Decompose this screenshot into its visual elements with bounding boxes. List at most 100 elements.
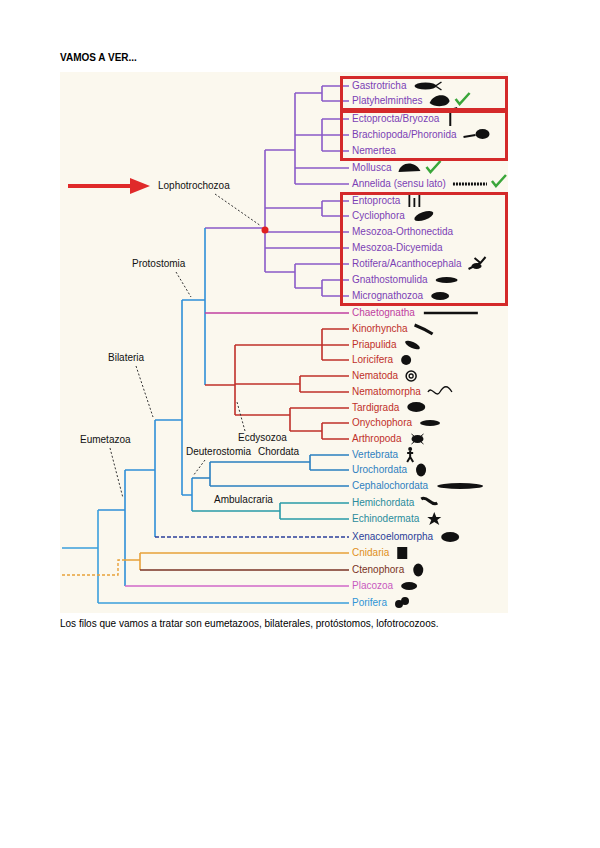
clade-label: Eumetazoa — [80, 434, 131, 446]
taxon-name: Cephalochordata — [352, 480, 428, 492]
taxon-name: Brachiopoda/Phoronida — [352, 129, 457, 141]
organism-silhouette — [453, 175, 506, 186]
silhouette-shape — [406, 371, 416, 381]
organism-silhouette — [411, 434, 423, 444]
check-mark — [492, 175, 506, 186]
silhouette-shape — [428, 387, 452, 394]
taxon-name: Placozoa — [352, 580, 393, 592]
taxon-name: Kinorhyncha — [352, 323, 408, 335]
silhouette-shape — [436, 277, 458, 283]
silhouette-shape — [413, 564, 423, 577]
chordata-branches — [192, 455, 349, 486]
organism-silhouette — [407, 402, 425, 412]
clade-label: Lophotrochozoa — [158, 180, 230, 192]
clade-label: Ecdysozoa — [238, 432, 287, 444]
check-mark — [426, 161, 440, 172]
silhouette-shape — [453, 183, 487, 186]
check-mark — [456, 93, 470, 104]
organism-silhouette — [395, 597, 409, 608]
taxon-name: Onychophora — [352, 417, 412, 429]
taxon-name: Annelida (sensu lato) — [352, 178, 446, 190]
silhouette-shape — [414, 83, 436, 90]
placozoa-branch — [125, 585, 349, 587]
taxon-name: Vertebrata — [352, 449, 398, 461]
organism-silhouette — [407, 447, 413, 462]
pointer-arrow — [68, 178, 150, 194]
organism-silhouette — [428, 387, 452, 394]
clade-label: Chordata — [258, 446, 299, 458]
silhouette-shape — [464, 135, 476, 137]
silhouette-shape — [437, 483, 483, 489]
taxon-name: Mesozoa-Orthonectida — [352, 226, 453, 238]
silhouette-shape — [401, 597, 409, 605]
taxon-name: Micrognathozoa — [352, 290, 423, 302]
ctenophora-branch — [140, 569, 349, 571]
silhouette-shape — [409, 374, 413, 378]
ecdysozoa-branches — [205, 329, 349, 439]
taxon-name: Loricifera — [352, 354, 393, 366]
organism-silhouette — [427, 512, 441, 525]
silhouette-shape — [401, 582, 417, 590]
chaetognatha-branch — [205, 312, 349, 314]
organism-silhouette — [404, 339, 421, 351]
silhouette-shape — [411, 435, 423, 443]
silhouette-shape — [407, 451, 413, 462]
ambulacraria-branches — [192, 503, 349, 519]
taxon-name: Echinodermata — [352, 513, 419, 525]
organism-silhouette — [436, 277, 458, 283]
group-box: GastrotrichaPlatyhelminthes — [340, 76, 508, 111]
silhouette-shape — [415, 325, 433, 334]
silhouette-shape — [408, 447, 412, 451]
leader-lines — [110, 194, 261, 498]
taxon-name: Nematomorpha — [352, 386, 421, 398]
silhouette-shape — [404, 339, 421, 351]
silhouette-shape — [421, 498, 437, 504]
taxon-name: Cycliophora — [352, 210, 405, 222]
clade-label: Deuterostomia — [186, 446, 251, 458]
organism-silhouette — [401, 582, 417, 590]
alternative-root-dashed — [62, 560, 125, 575]
page-title: VAMOS A VER... — [60, 52, 137, 64]
silhouette-shape — [397, 547, 407, 559]
taxon-name: Hemichordata — [352, 497, 414, 509]
diagram-ground — [60, 72, 508, 613]
silhouette-shape — [420, 420, 440, 426]
clade-label: Ambulacraria — [214, 494, 273, 506]
eumetazoa-branches — [98, 470, 125, 586]
silhouette-shape — [416, 464, 426, 477]
silhouette-shape — [401, 355, 411, 365]
organism-silhouette — [420, 420, 440, 426]
organism-silhouette — [415, 325, 433, 334]
organism-silhouette — [398, 161, 440, 172]
cnidaria-branch — [125, 553, 349, 570]
silhouette-shape — [427, 512, 441, 525]
organism-silhouette — [416, 464, 426, 477]
taxon-name: Ctenophora — [352, 564, 404, 576]
organism-silhouette — [401, 355, 411, 365]
silhouette-shape — [424, 312, 478, 315]
organism-silhouette — [409, 194, 419, 207]
silhouette-shape — [476, 129, 490, 139]
taxon-name: Rotifera/Acanthocephala — [352, 258, 462, 270]
clade-label: Bilateria — [108, 352, 144, 364]
organism-silhouette — [469, 257, 486, 269]
silhouette-shape — [430, 95, 450, 106]
organism-silhouette — [437, 483, 483, 489]
porifera-branch — [62, 510, 349, 603]
organism-silhouette — [464, 129, 490, 139]
silhouette-shape — [431, 292, 449, 300]
organism-silhouette — [406, 371, 416, 381]
taxon-name: Entoprocta — [352, 195, 400, 207]
xenacoelomorpha-branch — [155, 536, 349, 538]
taxon-name: Urochordata — [352, 464, 407, 476]
taxon-name: Nematoda — [352, 370, 398, 382]
silhouette-shape — [413, 209, 435, 223]
clade-label: Protostomia — [132, 258, 185, 270]
organism-silhouette — [441, 532, 459, 542]
silhouette-shape — [407, 402, 425, 412]
silhouette-shape — [411, 434, 423, 444]
organism-silhouette — [397, 547, 407, 559]
silhouette-shape — [441, 532, 459, 542]
page-caption: Los filos que vamos a tratar son eumetaz… — [60, 617, 590, 630]
